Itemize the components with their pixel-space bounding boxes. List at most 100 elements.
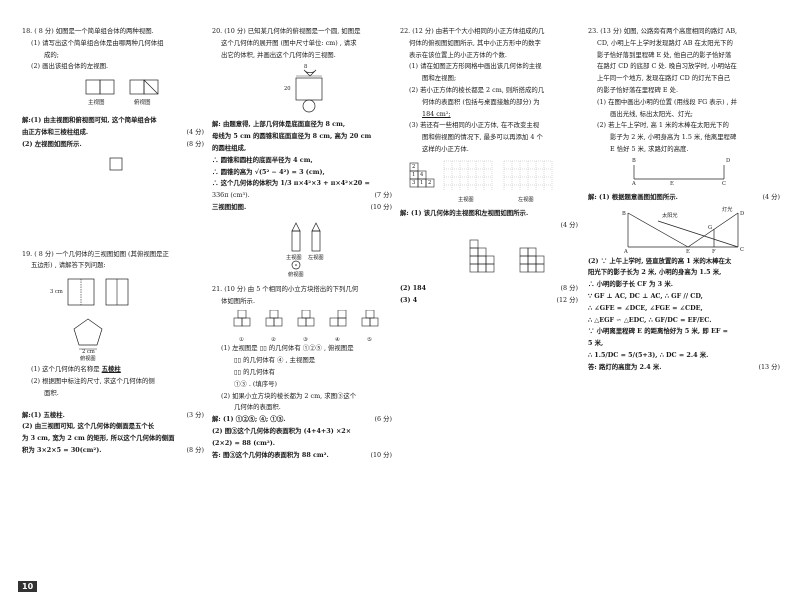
q19-three-views-drawing	[67, 278, 129, 350]
q23-sub1-cont: 画出光线, 标出太阳光、灯光;	[610, 109, 693, 118]
q20-dim-8: 8	[304, 64, 308, 71]
q22-sol-1: 解: (1) 该几何体的主视图和左视图如图所示.	[400, 208, 529, 217]
q22-grids-drawing	[409, 160, 553, 191]
q21-sub2-cont: 几何体的表面积.	[234, 403, 281, 412]
q22-stem: 22. (12 分) 由若干个大小相同的小正方体组成的几	[400, 27, 545, 35]
q22-points-3: (12 分)	[556, 296, 578, 305]
q22-stem-c: 表示在该位置上的小正方体的个数.	[409, 50, 507, 59]
q19-top-label: 俯视图	[80, 356, 96, 363]
q18-stem: 18. ( 8 分) 如图是一个简单组合体的两种视图.	[22, 27, 154, 35]
q23-sub2-c: E 恰好 5 米, 求路灯的高度.	[610, 144, 689, 153]
q21-points-2: (10 分)	[370, 450, 392, 459]
q19-sub2: (2) 根据图中标注的尺寸, 求这个几何体的侧	[31, 376, 155, 385]
q22-stem-b: 何体的俯视图如图所示, 其中小正方形中的数字	[409, 38, 541, 47]
q19-solution-2: (2) 由三视图可知, 这个几何体的侧面是五个长	[22, 422, 155, 431]
q23-sol-1: 解: (1) 根据题意画图如图所示.	[588, 192, 678, 201]
q23-sun-label: 太阳光	[662, 212, 678, 219]
q19-sub1-text: (1) 这个几何体的名称是	[31, 365, 100, 374]
q22-sub3-b: 图和俯视图的情况下, 最多可以再添加 4 个	[422, 133, 543, 142]
q20-sol-c: 的圆柱组成,	[212, 143, 247, 152]
q19-sub1: (1) 这个几何体的名称是 五棱柱	[22, 364, 204, 376]
q20-views-figure: 主视图 左视图 俯视图	[212, 217, 392, 278]
q21-sub1-a: (1) 左视图是	[221, 344, 258, 353]
q18-points-2: (8 分)	[186, 139, 204, 148]
q19-sub2-cont: 面积.	[44, 388, 59, 397]
q19-stem: 19. ( 8 分) 一个几何体的三视图如图 (其俯视图是正	[22, 249, 169, 258]
q19-points-1: (3 分)	[186, 410, 204, 419]
q23-label-d: D	[726, 157, 731, 164]
q18-sub1: (1) 请写出这个简单组合体是由哪两种几何体组	[31, 38, 164, 47]
q23-sol-2a: (2) ∵ 上午上学时, 竖直放置的高 1 米的木棒在太	[588, 256, 732, 265]
q22-sub1: (1) 请在如图正方形网格中画出该几何体的主视	[409, 62, 542, 71]
q21-sub1: (1) 左视图是 ▯▯ 的几何体有 ①②⑤ , 俯视图是	[221, 344, 354, 353]
q23-sol-2h: 5 米,	[588, 339, 604, 348]
q22-left-label: 左视图	[518, 196, 534, 203]
q23-sol-2c: ∴ 小明的影子长 CF 为 3 米.	[588, 280, 673, 289]
column-2: 20. (10 分) 已知某几何体的俯视图是一个圆, 如图是 这个几何体的展开图…	[212, 26, 392, 461]
q20-points-1: (7 分)	[374, 191, 392, 200]
q23-stem-f: 的影子恰好落在里程碑 E 处.	[597, 85, 679, 94]
q18-solution-2: (2) 左视图如图所示.	[22, 139, 82, 148]
q19-points-2: (8 分)	[186, 445, 204, 454]
q21-sub1-c: 的几何体有 ④ , 主视图是	[243, 356, 316, 365]
q23-sub1: (1) 在图中画出小明的位置 (用线段 FG 表示) , 并	[597, 97, 738, 106]
page-number-badge: 10	[18, 574, 48, 592]
q18-left-view-answer	[109, 157, 123, 170]
q20-left-label: 左视图	[308, 254, 324, 261]
q23-points-1: (4 分)	[762, 192, 780, 201]
q18-solution-1: 解:(1) 由主视图和俯视图可知, 这个简单组合体	[22, 116, 157, 125]
q20-stem-c: 出它的体积, 并画出这个几何体的三视图.	[221, 50, 336, 59]
column-4: 23. (13 分) 如图, 公路旁有两个高度相同的路灯 AB, CD, 小明上…	[588, 26, 780, 374]
q23-light-drawing	[627, 212, 739, 247]
q23-fig2-a: A	[624, 248, 628, 255]
q23-road-drawing	[633, 164, 725, 180]
q22-sub3-c: 这样的小正方体.	[422, 144, 469, 153]
q23-sol-2j: 答: 路灯的高度为 2.4 米.	[588, 362, 662, 371]
q23-sol-2i: ∴ 1.5/DC = 5/(5+3), ∴ DC = 2.4 米.	[588, 350, 709, 359]
q23-label-e: E	[670, 180, 674, 187]
column-3: 22. (12 分) 由若干个大小相同的小正方体组成的几 何体的俯视图如图所示,…	[400, 26, 578, 307]
q20-net-drawing	[295, 70, 323, 113]
q22-answer-grids	[469, 240, 545, 273]
q21-label-1: ①	[239, 337, 244, 344]
q23-fig2-g: G	[708, 224, 713, 231]
q23-sol-2d: ∵ GF ⊥ AC, DC ⊥ AC, ∴ GF // CD,	[588, 291, 703, 300]
q21-figure-labels: ① ② ③ ④ ⑤	[212, 335, 392, 343]
q22-points-2: (8 分)	[560, 284, 578, 293]
q20-sol-f: ∴ 这个几何体的体积为 1/3 π×4²×3 + π×4²×20 =	[212, 179, 370, 188]
q21-stem-b: 体如图所示.	[221, 296, 255, 305]
q21-sub1-e: ①③ . (填序号)	[234, 379, 278, 388]
q20-sol-h: 三视图如图.	[212, 202, 247, 211]
q21-points-1: (6 分)	[374, 415, 392, 424]
q22-sol-2: (2) 184	[400, 284, 427, 293]
q20-sol-a: 解: 由题意得, 上部几何体是底面直径为 8 cm,	[212, 120, 346, 129]
q23-stem-c: 影子恰好落到里程碑 E 处, 他自己的影子恰好落	[597, 50, 732, 59]
q20-net-figure: 8 20	[212, 64, 392, 116]
page-number: 10	[18, 581, 38, 592]
q18-solution-1-cont: 由正方体和三棱柱组成.	[22, 127, 89, 136]
q23-label-c: C	[722, 180, 726, 187]
q21-label-3: ③	[303, 337, 308, 344]
q23-lamp-label: 灯光	[722, 206, 733, 213]
q23-fig2-c: C	[740, 246, 744, 253]
q21-stem: 21. (10 分) 由 5 个相同的小立方块搭出的下列几何	[212, 284, 359, 293]
q21-label-4: ④	[335, 337, 340, 344]
q23-sol-2f: ∴ △EGF ∽ △EDC, ∴ GF/DC = EF/EC.	[588, 315, 712, 324]
q23-figure-2: A B C D E F G 太阳光 灯光	[588, 206, 780, 255]
q19-solution-2b: 为 3 cm, 宽为 2 cm 的矩形, 所以这个几何体的侧面	[22, 434, 175, 443]
q20-sol-e: ∴ 圆锥的高为 √(5² − 4²) = 3 (cm),	[212, 167, 325, 176]
q21-sub1-cont2: ▯▯ 的几何体有	[234, 367, 276, 376]
q21-sub2: (2) 如果小立方块的棱长都为 2 cm, 求图③这个	[221, 391, 357, 400]
q19-height-dim: 3 cm	[50, 289, 63, 296]
q21-sol-2c: 答: 图③这个几何体的表面积为 88 cm².	[212, 450, 329, 459]
q23-sub2: (2) 若上午上学时, 高 1 米的木棒在太阳光下的	[597, 121, 729, 130]
q18-points-1: (4 分)	[186, 127, 204, 136]
q22-sub1-cont: 图和左视图;	[422, 74, 457, 83]
q23-stem: 23. (13 分) 如图, 公路旁有两个高度相同的路灯 AB,	[588, 27, 738, 35]
q23-stem-e: 上午同一个地方, 发现在路灯 CD 的灯光下自己	[597, 74, 731, 83]
q21-sol-2a: (2) 图③这个几何体的表面积为 (4+4+3) ×2×	[212, 426, 352, 435]
q21-cubes-drawing	[233, 310, 379, 327]
q20-sol-g: 336π (cm³).	[212, 191, 250, 200]
q21-sub1-d: 的几何体有	[243, 367, 276, 376]
q20-front-label: 主视图	[286, 254, 302, 261]
